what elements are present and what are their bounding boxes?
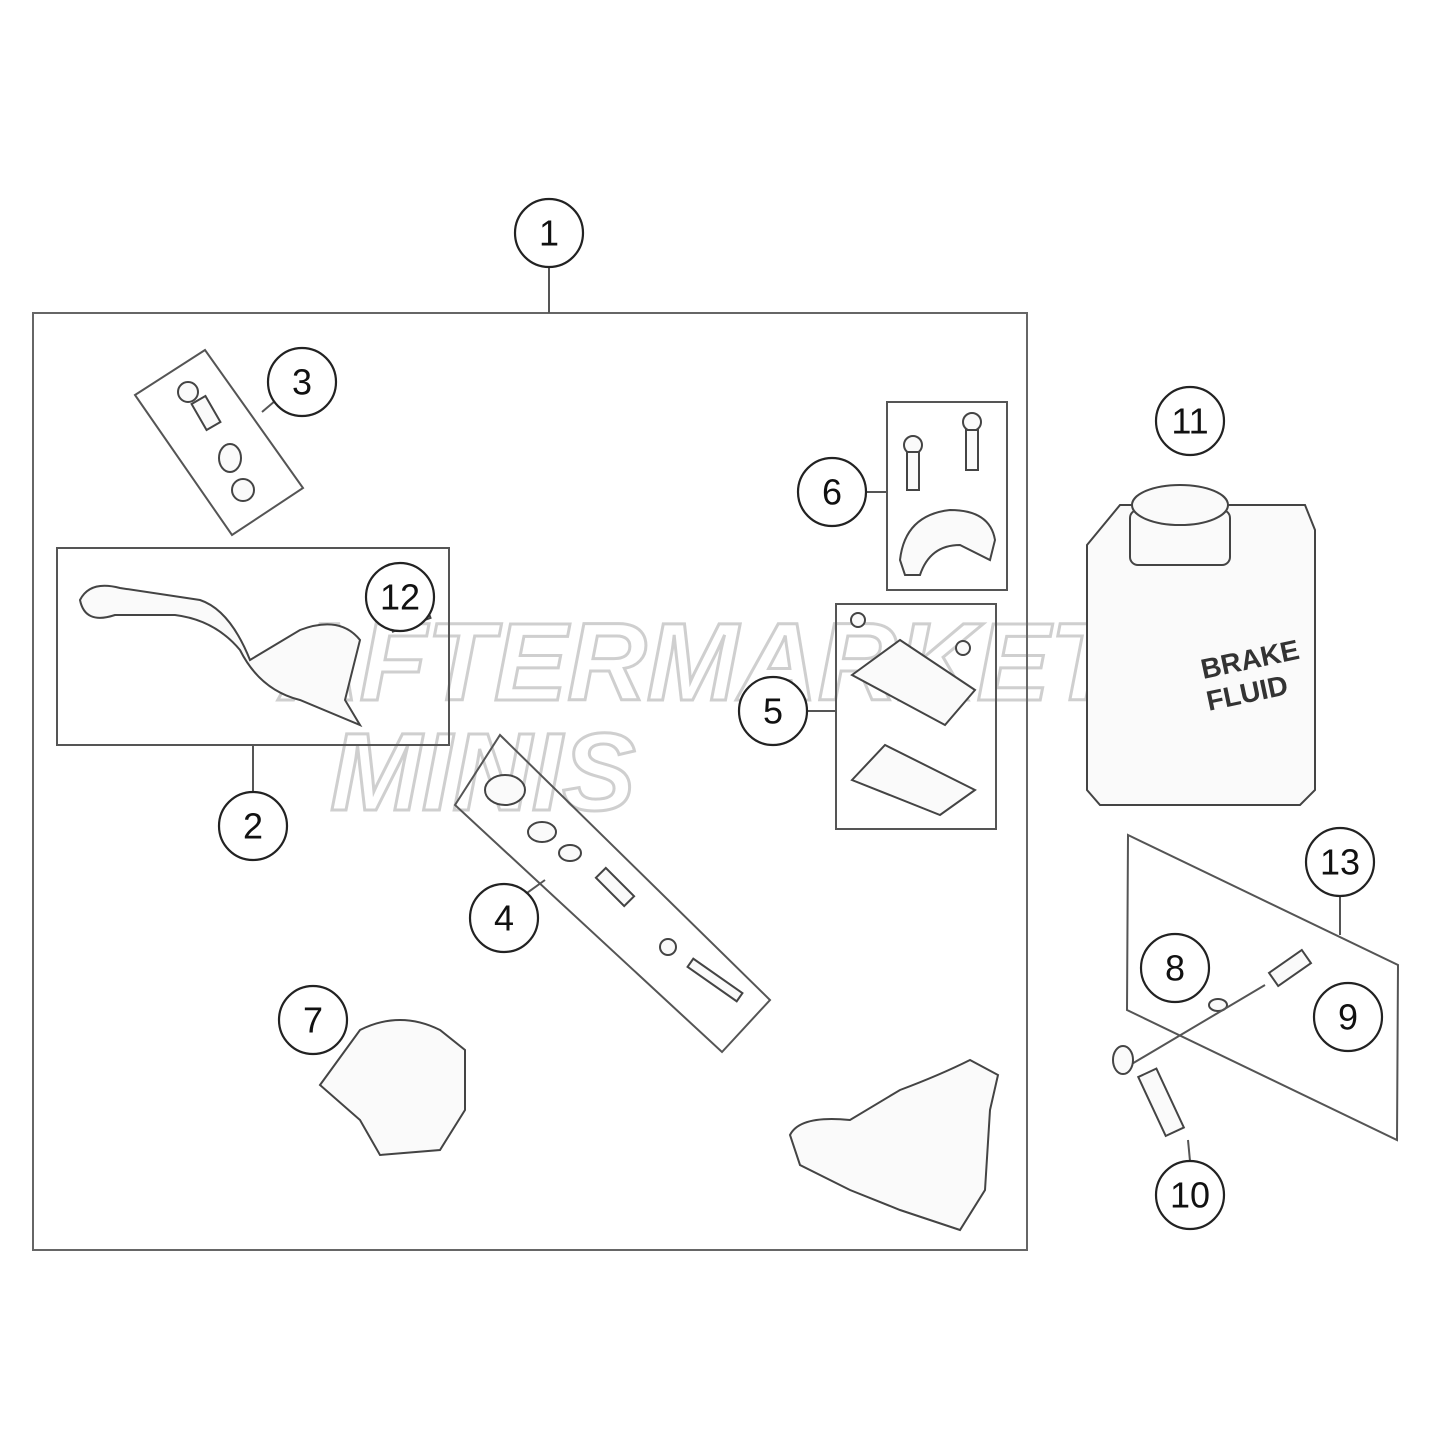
piston-kit-box bbox=[453, 733, 772, 1054]
watermark: AFTERMARKET MINIS bbox=[276, 600, 1127, 836]
brake-lever bbox=[78, 584, 363, 728]
callout-number: 4 bbox=[494, 898, 514, 939]
callout-1[interactable]: 1 bbox=[513, 197, 585, 269]
callout-9[interactable]: 9 bbox=[1312, 981, 1384, 1053]
bleeder-kit-box bbox=[1125, 833, 1400, 1142]
callout-11[interactable]: 11 bbox=[1154, 385, 1226, 457]
master-cylinder-body bbox=[788, 1058, 1000, 1232]
callout-6[interactable]: 6 bbox=[796, 456, 868, 528]
callout-13[interactable]: 13 bbox=[1304, 826, 1376, 898]
piston-parts bbox=[484, 774, 744, 1003]
callout-number: 9 bbox=[1338, 997, 1358, 1038]
callout-number: 5 bbox=[763, 691, 783, 732]
watermark-line2: MINIS bbox=[330, 711, 636, 834]
callout-8[interactable]: 8 bbox=[1139, 932, 1211, 1004]
callout-number: 6 bbox=[822, 472, 842, 513]
cover-parts bbox=[850, 612, 977, 817]
callout-5[interactable]: 5 bbox=[737, 675, 809, 747]
callout-2[interactable]: 2 bbox=[217, 790, 289, 862]
kit-box bbox=[32, 312, 1028, 1251]
callout-4[interactable]: 4 bbox=[468, 882, 540, 954]
callout-number: 13 bbox=[1320, 842, 1360, 883]
callout-10[interactable]: 10 bbox=[1154, 1159, 1226, 1231]
callout-7[interactable]: 7 bbox=[277, 984, 349, 1056]
callout-number: 1 bbox=[539, 213, 559, 254]
callout-12[interactable]: 12 bbox=[364, 561, 436, 633]
callout-number: 3 bbox=[292, 362, 312, 403]
bleeder-parts bbox=[1112, 948, 1313, 1138]
leader-line-10 bbox=[1187, 1139, 1191, 1162]
brake-fluid-bottle: BRAKE FLUID bbox=[1086, 484, 1316, 806]
callout-number: 11 bbox=[1171, 401, 1208, 442]
bolt-parts bbox=[177, 381, 255, 502]
cover-box bbox=[835, 603, 997, 830]
callout-number: 10 bbox=[1170, 1175, 1210, 1216]
callout-number: 2 bbox=[243, 806, 263, 847]
callout-3[interactable]: 3 bbox=[266, 346, 338, 418]
bolt-set-box bbox=[133, 348, 305, 537]
callout-number: 8 bbox=[1165, 948, 1185, 989]
callout-number: 7 bbox=[303, 1000, 323, 1041]
callout-number: 12 bbox=[380, 577, 420, 618]
clamp-parts bbox=[898, 412, 997, 576]
master-cylinder-fitting bbox=[318, 1019, 466, 1157]
clamp-box bbox=[886, 401, 1008, 591]
